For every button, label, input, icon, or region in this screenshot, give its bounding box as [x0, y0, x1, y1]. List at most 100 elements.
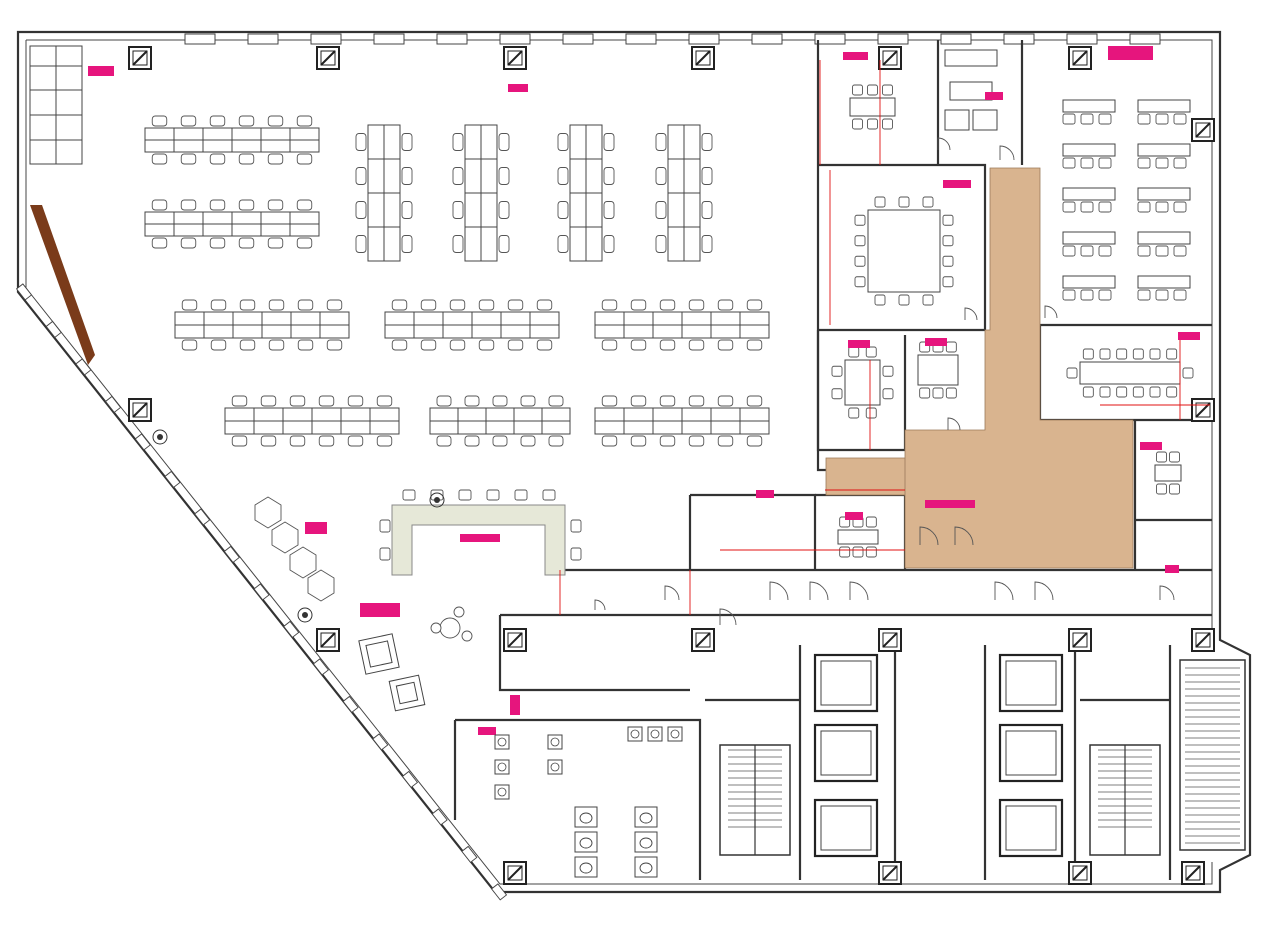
desk — [480, 192, 498, 228]
chair — [436, 435, 452, 447]
door-swing-icon — [947, 417, 961, 431]
door-swing-icon — [594, 599, 606, 611]
chair — [401, 133, 413, 151]
desk — [231, 211, 262, 225]
desk — [289, 211, 320, 225]
window-frame — [15, 283, 33, 301]
sink-icon — [647, 726, 663, 742]
window-frame — [164, 470, 181, 489]
desk — [384, 311, 415, 326]
desk — [710, 407, 741, 422]
chair — [1137, 201, 1151, 213]
door-swing-icon — [919, 526, 939, 546]
chair — [436, 395, 452, 407]
desk-cluster — [655, 124, 713, 262]
desk — [623, 324, 654, 339]
chair — [688, 299, 705, 311]
desk — [383, 124, 401, 160]
window-frame — [105, 395, 122, 414]
desk — [471, 311, 502, 326]
desk — [683, 192, 701, 228]
chair — [209, 153, 226, 165]
column-icon — [503, 628, 527, 652]
room-label — [848, 340, 870, 348]
chair — [1080, 245, 1094, 257]
elevator-icon — [998, 723, 1064, 783]
chair — [865, 407, 877, 419]
chair — [701, 201, 713, 219]
desk — [480, 124, 498, 160]
door-swing-icon — [937, 137, 951, 151]
room-labels-layer — [88, 46, 1200, 735]
chair — [557, 167, 569, 185]
desk — [202, 211, 233, 225]
chair — [746, 435, 763, 447]
desk — [652, 407, 683, 422]
chair — [854, 235, 866, 247]
desk — [1062, 187, 1116, 201]
chair — [296, 199, 313, 211]
desk — [594, 324, 625, 339]
window-frame — [134, 433, 151, 451]
desk — [413, 311, 444, 326]
elevators-layer — [813, 653, 1064, 858]
column-icon — [1191, 628, 1215, 652]
desk — [231, 127, 262, 141]
window-frame — [1066, 33, 1098, 45]
chair — [942, 255, 954, 267]
chair — [401, 201, 413, 219]
desk — [174, 324, 205, 339]
chair — [498, 167, 510, 185]
chair — [318, 395, 335, 407]
chair — [1099, 348, 1111, 360]
chair — [231, 435, 248, 447]
desk — [623, 407, 654, 422]
window-frame — [1003, 33, 1035, 45]
chair — [376, 395, 393, 407]
chair — [181, 339, 198, 351]
window-frame — [814, 33, 846, 45]
chair — [452, 167, 464, 185]
chair — [498, 235, 510, 253]
chair — [267, 199, 284, 211]
meeting-table — [831, 346, 894, 419]
room-label — [1165, 565, 1179, 573]
chair — [717, 299, 734, 311]
column-icon — [503, 46, 527, 70]
chair — [498, 133, 510, 151]
chair — [603, 167, 615, 185]
sink-icon — [494, 784, 510, 800]
desk — [369, 420, 400, 435]
chair — [376, 435, 393, 447]
desk — [500, 324, 531, 339]
plant-icon — [152, 429, 445, 623]
chair — [268, 339, 285, 351]
chair — [867, 84, 878, 96]
elevator-icon — [998, 653, 1064, 713]
chair — [238, 115, 255, 127]
chair — [655, 201, 667, 219]
toilet-icon — [634, 831, 658, 853]
window-frame — [401, 770, 419, 789]
desk — [232, 324, 263, 339]
desk — [340, 407, 371, 422]
desk — [202, 127, 233, 141]
window-frame — [625, 33, 657, 45]
chair — [1062, 157, 1076, 169]
column-icon — [878, 861, 902, 885]
chair — [848, 407, 860, 419]
chair — [181, 299, 198, 311]
chair — [882, 388, 894, 400]
desk — [311, 420, 342, 435]
chair — [1062, 113, 1076, 125]
window-frame — [75, 358, 92, 376]
chair — [1116, 386, 1128, 398]
window-frame — [490, 883, 508, 901]
desk — [311, 407, 342, 422]
desk — [1062, 99, 1116, 113]
door-swing-icon — [769, 581, 789, 601]
chair — [688, 339, 705, 351]
desk — [289, 127, 320, 141]
column-icon — [316, 46, 340, 70]
room-label — [756, 490, 774, 498]
